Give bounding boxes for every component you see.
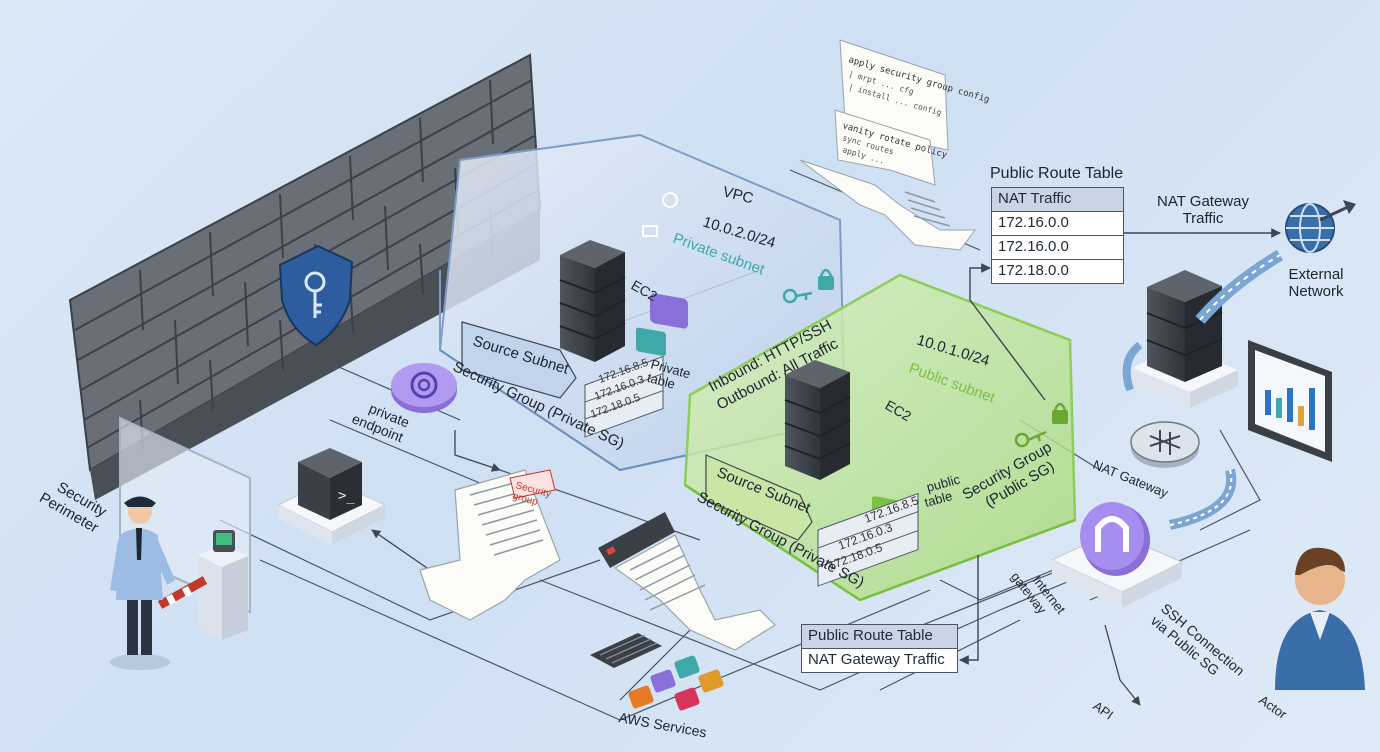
vpc-title: VPC bbox=[721, 183, 755, 207]
public-route-table-top-title: Public Route Table bbox=[990, 165, 1124, 182]
terminal-log-scroll[interactable] bbox=[598, 512, 776, 651]
vpc-source-subnet-banner bbox=[461, 321, 577, 399]
arrow-to-api bbox=[1104, 624, 1141, 706]
nat-flow-ribbon bbox=[1168, 468, 1237, 530]
aws-services-icons[interactable] bbox=[590, 633, 724, 711]
bottom-route-line bbox=[959, 555, 979, 665]
arrow-to-terminal bbox=[371, 529, 431, 571]
server-flow-ribbon bbox=[1122, 341, 1143, 392]
actor-label: Actor bbox=[1256, 692, 1290, 722]
analytics-monitor[interactable] bbox=[1248, 340, 1332, 462]
private-subnet-badge-icon bbox=[636, 225, 666, 356]
shield-key-icon bbox=[278, 244, 354, 347]
internet-gateway-icon[interactable] bbox=[1050, 502, 1184, 608]
route-row-3: 172.16.0.0 bbox=[992, 235, 1123, 259]
config-papers bbox=[799, 39, 976, 251]
public-route-mini-table bbox=[817, 492, 919, 587]
public-ec2-server[interactable] bbox=[784, 360, 851, 480]
route-bottom-title: Public Route Table bbox=[802, 625, 957, 648]
arrow-to-private-doc bbox=[454, 430, 501, 472]
public-key-lock-icon bbox=[1014, 402, 1068, 448]
security-guard bbox=[110, 496, 175, 670]
public-route-to-table-line bbox=[969, 263, 1046, 401]
route-row-2: 172.16.0.0 bbox=[992, 211, 1123, 235]
aws-services-label: AWS Services bbox=[617, 709, 707, 740]
route-row-nat: NAT Traffic bbox=[992, 188, 1123, 211]
vpc-badge-icon bbox=[650, 192, 688, 329]
private-route-table bbox=[584, 355, 664, 438]
ssh-connection-label: SSH Connectionvia Public SG bbox=[1148, 600, 1248, 691]
route-bottom-row: NAT Gateway Traffic bbox=[802, 648, 957, 672]
public-source-subnet-banner bbox=[705, 454, 813, 541]
svg-text:>_: >_ bbox=[338, 488, 355, 504]
nat-gateway-traffic-label: NAT Gateway Traffic bbox=[1157, 193, 1249, 228]
private-endpoint-icon[interactable] bbox=[391, 363, 457, 413]
public-route-table-top[interactable]: NAT Traffic 172.16.0.0 172.16.0.0 172.18… bbox=[991, 187, 1124, 284]
route-row-4: 172.18.0.0 bbox=[992, 259, 1123, 283]
nat-gateway-icon[interactable] bbox=[1130, 421, 1200, 468]
private-ec2-server[interactable] bbox=[559, 240, 626, 362]
globe-icon[interactable] bbox=[1285, 200, 1356, 253]
terminal-cube-icon[interactable]: >_ bbox=[276, 448, 387, 545]
actor-person bbox=[1275, 547, 1365, 690]
security-group-document[interactable] bbox=[419, 469, 561, 621]
external-network-label: External Network bbox=[1288, 266, 1344, 301]
turnstile-gate[interactable] bbox=[157, 530, 248, 640]
api-label: API bbox=[1090, 698, 1116, 722]
public-route-table-bottom[interactable]: Public Route Table NAT Gateway Traffic bbox=[801, 624, 958, 673]
nat-server[interactable] bbox=[1132, 270, 1238, 408]
vpc-key-lock-icon bbox=[782, 268, 834, 304]
